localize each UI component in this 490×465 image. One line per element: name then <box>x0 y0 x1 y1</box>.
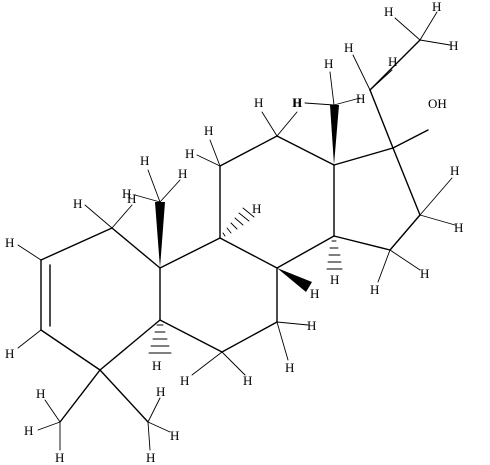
hash-c9-h <box>222 207 255 237</box>
bond-c9-c8 <box>219 237 278 269</box>
hash-c14-h <box>326 240 343 270</box>
bond-c15-c14 <box>333 235 391 251</box>
h-label: H <box>36 386 45 401</box>
h-label: H <box>178 166 187 181</box>
bond-c4-methyl-a <box>59 369 101 423</box>
h-label: H <box>292 95 301 110</box>
bond-c11-c12 <box>219 135 278 167</box>
h-label: H <box>388 54 397 69</box>
bond-c12-c13 <box>276 135 335 166</box>
h-label: H <box>5 235 14 250</box>
h-label: H <box>450 163 459 178</box>
h-label: H <box>127 191 136 206</box>
h-label: H <box>180 373 189 388</box>
skeleton-bonds <box>40 39 429 423</box>
wedge-c13-methyl <box>330 105 339 165</box>
h-label: H <box>285 360 294 375</box>
bond-c20-c21 <box>369 39 421 91</box>
hydrogen-bonds <box>17 11 456 451</box>
bond-c10-c9 <box>159 237 221 269</box>
h-label: H <box>73 196 82 211</box>
h-label: H <box>344 40 353 55</box>
bond-c14-c8 <box>276 235 335 269</box>
hydroxyl-label: OH <box>428 96 447 111</box>
bond-c6-c5 <box>159 319 223 353</box>
h-label: H <box>170 428 179 443</box>
wedge-c8-h <box>277 268 312 292</box>
bond-c3-c4 <box>40 329 101 371</box>
h-label: H <box>449 38 458 53</box>
h-label: H <box>185 146 194 161</box>
bond-c1-c10 <box>111 227 161 269</box>
h-label: H <box>432 0 441 14</box>
h-label: H <box>370 282 379 297</box>
h-label: H <box>24 423 33 438</box>
bond-c7-c6 <box>221 321 278 353</box>
wedge-c10-methyl <box>155 202 165 268</box>
h-label: H <box>330 272 339 287</box>
bond-c17-c16 <box>392 147 421 216</box>
bond-c1-c2 <box>40 227 113 261</box>
stereo-wedges <box>148 105 343 354</box>
h-label: H <box>122 186 131 201</box>
h-label: H <box>307 318 316 333</box>
bond-c4-methyl-b <box>99 369 149 423</box>
h-label: H <box>156 384 165 399</box>
h-label: H <box>55 450 64 465</box>
h-label: H <box>356 91 365 106</box>
h-label: H <box>243 373 252 388</box>
h-label: H <box>152 358 161 373</box>
h-label: H <box>252 201 261 216</box>
h-label: H <box>5 346 14 361</box>
bond-c13-c17 <box>333 147 394 166</box>
h-label: H <box>140 153 149 168</box>
h-label: H <box>420 266 429 281</box>
h-label: H <box>293 95 302 110</box>
bond-c17-c20 <box>369 89 394 149</box>
bond-c17-oh <box>392 129 429 149</box>
h-label: H <box>454 220 463 235</box>
h-label: H <box>310 286 319 301</box>
bond-c4-c5 <box>99 319 161 371</box>
h-label: H <box>324 56 333 71</box>
hash-c5-h <box>148 324 172 354</box>
h-label: H <box>384 4 393 19</box>
bond-c16-c15 <box>389 214 421 251</box>
h-label: H <box>254 95 263 110</box>
h-label: H <box>146 450 155 465</box>
h-label: H <box>204 123 213 138</box>
atom-labels: H H H H H H H H H H H H H H H H H H H OH… <box>5 0 463 465</box>
